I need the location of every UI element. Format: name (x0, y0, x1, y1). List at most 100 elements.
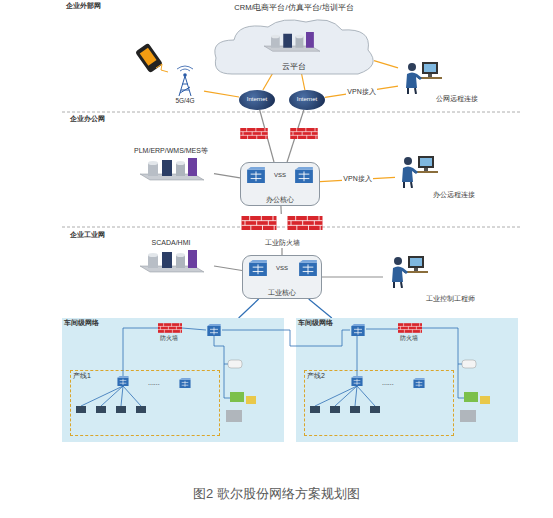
workshop-devices (350, 406, 360, 413)
workshop-devices (462, 360, 476, 368)
figure-caption: 图2 歌尔股份网络方案规划图 (0, 486, 553, 502)
cloud-shape (264, 32, 320, 51)
firewall-icon (240, 128, 322, 230)
node-label: 云平台 (282, 62, 306, 71)
workshop-devices (158, 323, 182, 333)
internet-globe: Internet (289, 90, 325, 110)
node-label: 工业防火墙 (265, 239, 300, 247)
edge-label: VPN接入 (346, 88, 376, 96)
firewall-icon (290, 128, 318, 139)
mobile-phone (156, 64, 168, 72)
connector (263, 72, 274, 90)
node-label: 办公核心 (266, 196, 294, 204)
device-label: 防火墙 (400, 335, 418, 342)
workshop-wiring (357, 336, 358, 376)
tower-icon (179, 76, 191, 96)
node-label: 公网远程连接 (436, 95, 478, 103)
workshop-devices (226, 410, 242, 422)
node-label: PLM/ERP/WMS/MES等 (134, 147, 208, 155)
user-icon (392, 256, 428, 288)
device-label: ...... (148, 379, 160, 387)
tower-icon (177, 66, 193, 71)
workshop-devices (330, 406, 340, 413)
workshop-devices (460, 410, 476, 422)
zone-label: 企业办公网 (70, 115, 105, 123)
node-label: 车间级网络 (64, 319, 99, 327)
workshop-wiring (422, 328, 464, 398)
cloud-shape (215, 20, 373, 74)
mobile-phone (135, 43, 163, 73)
device-label: 防火墙 (160, 335, 178, 342)
internet-globe: Internet (239, 90, 275, 110)
zone-divider (62, 112, 520, 227)
connector (374, 61, 398, 68)
production-line: 产线2 (304, 370, 454, 436)
user-icon (392, 62, 442, 288)
connector (239, 299, 259, 318)
server-icon (140, 158, 204, 272)
workshop-wiring (222, 330, 350, 346)
connector (325, 86, 398, 97)
node-label: Internet (297, 96, 317, 103)
node-label: 办公远程连接 (433, 191, 475, 199)
workshop-wiring (366, 329, 398, 330)
device-label: ...... (382, 379, 394, 387)
connector (322, 276, 383, 277)
firewall-icon (240, 128, 268, 139)
node-label: VSS (274, 172, 286, 179)
connector (281, 248, 282, 255)
server-icon (140, 158, 204, 180)
connector (214, 174, 240, 178)
workshop-devices (370, 406, 380, 413)
workshop-wiring (81, 328, 464, 406)
workshop-devices (136, 406, 146, 413)
node-label: 5G/4G (175, 97, 194, 105)
zone-label: 企业外部网 (66, 2, 101, 10)
connector (280, 206, 282, 214)
workshop-devices (117, 376, 128, 386)
workshop-devices (246, 396, 256, 404)
cloud-shape (215, 20, 373, 74)
switch-icon (299, 260, 317, 276)
workshop-wiring (81, 386, 141, 406)
switch-icon (247, 167, 317, 276)
workshop-devices (310, 406, 320, 413)
mobile-phone (135, 43, 168, 73)
node-label: 工业核心 (268, 289, 296, 297)
workshop-devices (413, 378, 424, 388)
switch-icon (295, 167, 313, 183)
workshop-wiring (214, 336, 230, 398)
workshop-devices (76, 406, 86, 413)
zone-divider (62, 112, 520, 113)
connector (301, 72, 305, 90)
switch-icon (249, 260, 267, 276)
edge-label: VPN接入 (342, 175, 372, 183)
node-label: 车间级网络 (298, 319, 333, 327)
tower-icon (177, 66, 193, 96)
mobile-phone (140, 48, 157, 66)
switch-icon (247, 167, 265, 183)
node-label: 工业控制工程师 (426, 295, 475, 303)
node-label: VSS (276, 265, 288, 272)
workshop-devices (228, 360, 242, 368)
node-label: 产线2 (307, 372, 325, 380)
node-label: SCADA/HMI (152, 239, 191, 247)
server-icon (140, 250, 204, 272)
node-label: CRM/电商平台/仿真平台/培训平台 (234, 3, 353, 12)
tower-icon (183, 73, 187, 77)
workshop-devices (230, 392, 244, 402)
mobile-phone (135, 43, 163, 73)
workshop-wiring (182, 328, 206, 330)
node-label: 产线1 (73, 372, 91, 380)
connector (214, 266, 242, 271)
workshop-devices (480, 396, 490, 404)
workshop-devices (96, 406, 106, 413)
connector (204, 91, 239, 97)
workshop-devices (179, 378, 190, 388)
workshop-devices (351, 324, 364, 336)
user-icon (402, 156, 438, 188)
workshop-devices (116, 406, 126, 413)
firewall-icon (288, 216, 323, 230)
